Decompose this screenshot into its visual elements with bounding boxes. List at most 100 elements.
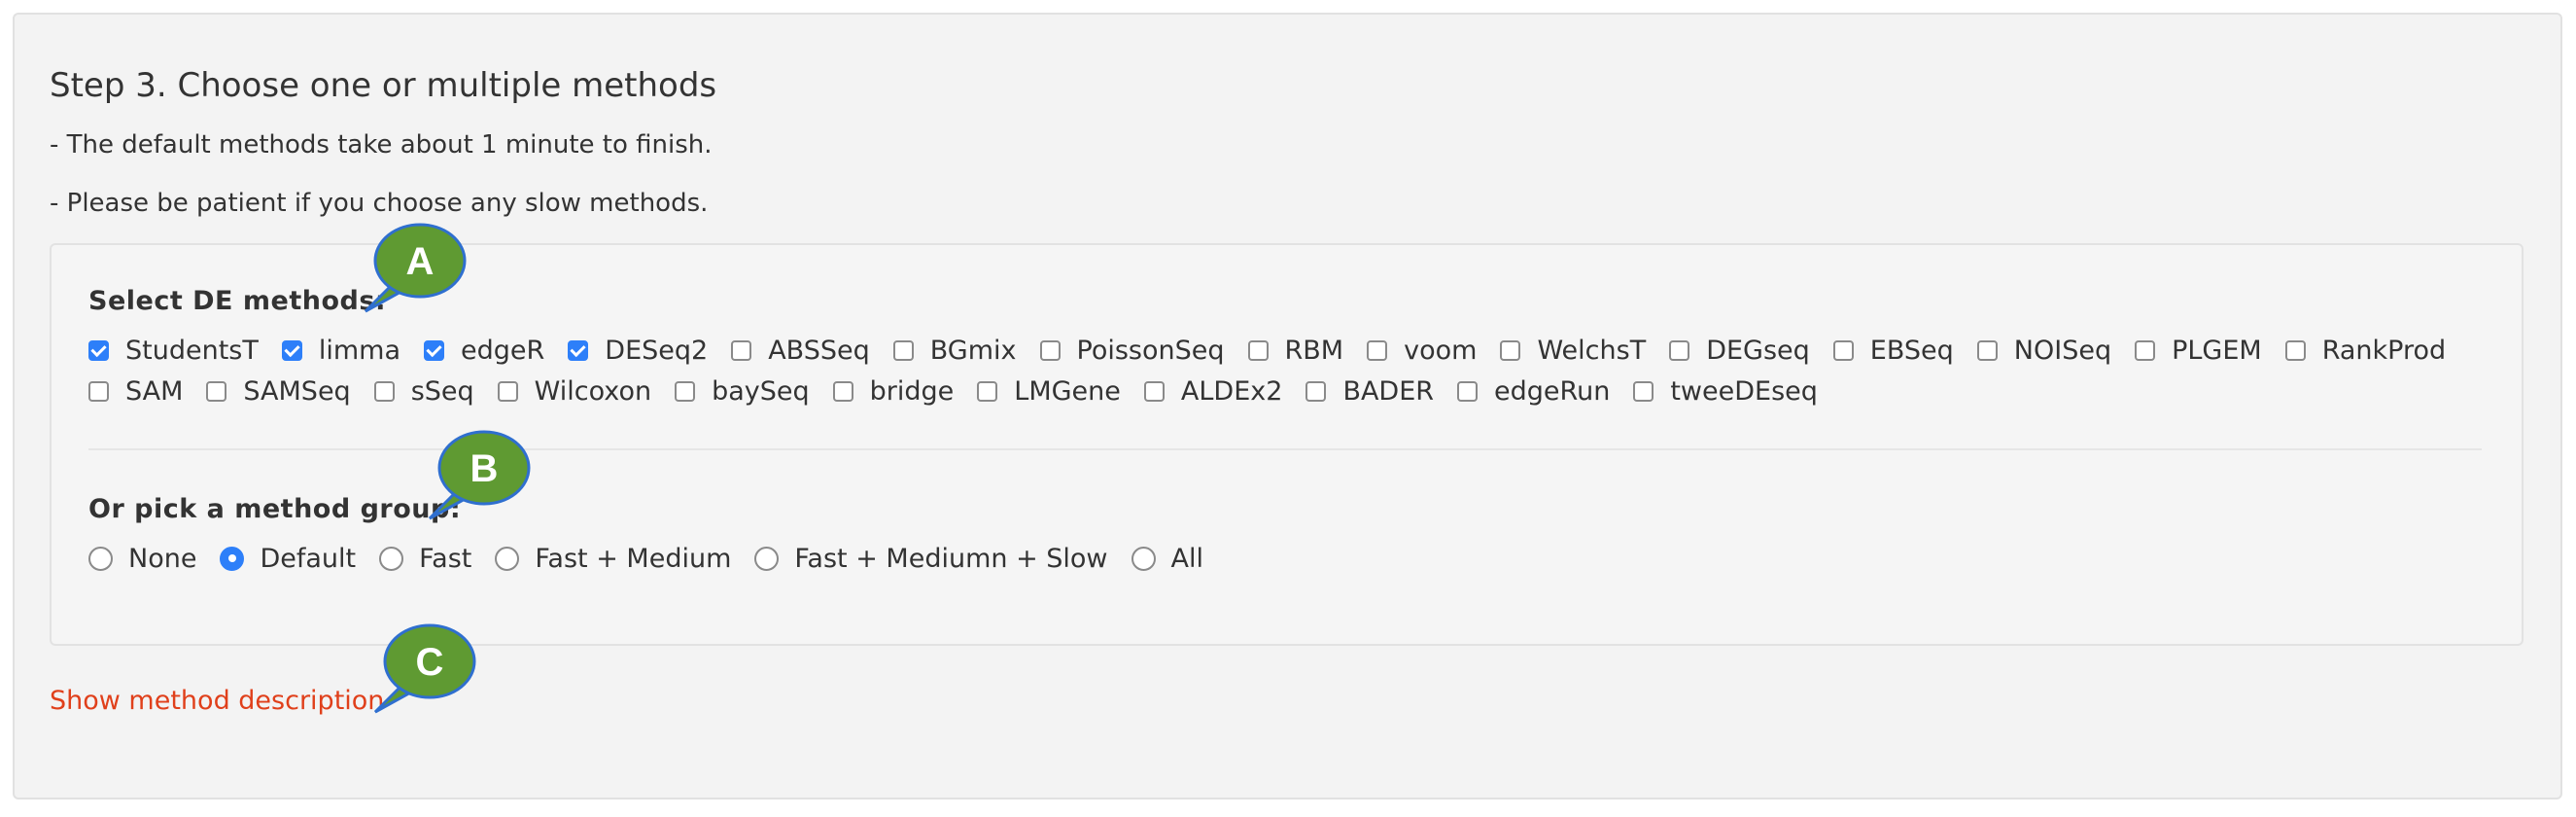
checkbox-deseq2[interactable] [568,339,589,361]
method-option-degseq[interactable]: DEGseq [1669,336,1810,366]
speech-bubble-icon [428,430,531,520]
method-option-bayseq[interactable]: baySeq [675,376,810,407]
group-option-all[interactable]: All [1131,544,1203,574]
checkbox-rbm[interactable] [1247,339,1269,361]
checkbox-bridge[interactable] [832,380,853,402]
note-default-time: - The default methods take about 1 minut… [50,130,713,160]
method-label: DESeq2 [605,335,709,366]
step-title: Step 3. Choose one or multiple methods [50,66,717,105]
method-label: DEGseq [1706,335,1810,366]
radio-fast[interactable] [379,546,404,571]
checkbox-bgmix[interactable] [892,339,914,361]
method-label: BADER [1342,375,1435,407]
checkbox-edger[interactable] [424,339,445,361]
method-option-samseq[interactable]: SAMSeq [206,375,351,407]
method-label: ALDEx2 [1180,375,1283,407]
method-option-noiseq[interactable]: NOISeq [1976,335,2112,366]
checkbox-edgerun[interactable] [1457,380,1479,402]
method-label: SAMSeq [243,375,351,407]
method-option-welchst[interactable]: WelchsT [1500,336,1646,366]
checkbox-sseq[interactable] [373,380,395,402]
group-label: None [128,543,197,574]
method-option-bgmix[interactable]: BGmix [892,335,1017,366]
method-option-edgerun[interactable]: edgeRun [1457,376,1610,407]
method-label: edgeRun [1494,375,1611,407]
checkbox-ebseq[interactable] [1832,339,1854,361]
checkbox-limma[interactable] [281,339,302,361]
method-option-voom[interactable]: voom [1367,336,1477,366]
checkbox-studentst[interactable] [88,339,109,361]
method-option-sam[interactable]: SAM [88,376,183,407]
method-label: voom [1404,335,1478,366]
method-option-limma[interactable]: limma [281,335,401,366]
group-label: All [1170,543,1204,574]
group-option-fast[interactable]: Fast [379,544,471,574]
method-option-edger[interactable]: edgeR [424,336,544,366]
callout-c: C [373,619,478,714]
radio-fast-medium[interactable] [495,546,520,571]
method-group-radios: None Default Fast Fast + Medium Fast + Mediu… [88,541,1227,576]
checkbox-bader[interactable] [1305,380,1327,402]
group-label: Fast + Medium [535,543,732,574]
checkbox-degseq[interactable] [1669,339,1690,361]
method-label: NOISeq [2013,335,2112,366]
checkbox-welchst[interactable] [1500,339,1521,361]
method-label: PLGEM [2172,335,2262,366]
method-option-bader[interactable]: BADER [1305,376,1434,407]
checkbox-poissonseq[interactable] [1039,339,1061,361]
method-option-absseq[interactable]: ABSSeq [731,336,870,366]
method-option-poissonseq[interactable]: PoissonSeq [1039,336,1225,366]
radio-none[interactable] [88,546,113,571]
method-label: bridge [869,375,955,407]
group-option-default[interactable]: Default [220,544,356,574]
radio-fast-mediumn-slow[interactable] [754,546,780,571]
method-label: baySeq [712,375,810,407]
radio-all[interactable] [1131,546,1156,571]
group-option-fast-mediumn-slow[interactable]: Fast + Mediumn + Slow [754,544,1108,574]
checkbox-rankprod[interactable] [2284,339,2306,361]
group-option-none[interactable]: None [88,544,196,574]
method-label: EBSeq [1869,335,1954,366]
checkbox-noiseq[interactable] [1976,339,1998,361]
method-option-lmgene[interactable]: LMGene [977,376,1121,407]
method-label: RBM [1284,335,1344,366]
checkbox-plgem[interactable] [2135,339,2156,361]
group-label: Fast [419,543,472,574]
divider [88,448,2482,450]
method-option-bridge[interactable]: bridge [832,375,955,407]
checkbox-sam[interactable] [88,380,109,402]
checkbox-samseq[interactable] [206,380,227,402]
radio-default[interactable] [220,546,245,571]
method-option-studentst[interactable]: StudentsT [88,336,259,366]
methods-row-2: SAM SAMSeq sSeq Wilcoxon baySeq bridge LMGene A… [88,373,1841,408]
checkbox-tweedeseq[interactable] [1633,380,1654,402]
method-option-rankprod[interactable]: RankProd [2284,336,2446,366]
method-option-deseq2[interactable]: DESeq2 [568,336,708,366]
speech-bubble-icon [364,223,467,313]
checkbox-bayseq[interactable] [675,380,696,402]
show-method-description-link[interactable]: Show method description [50,686,385,716]
method-option-plgem[interactable]: PLGEM [2135,336,2262,366]
method-label: limma [318,335,401,366]
checkbox-absseq[interactable] [731,339,752,361]
checkbox-voom[interactable] [1367,339,1388,361]
method-option-ebseq[interactable]: EBSeq [1832,335,1954,366]
checkbox-aldex2[interactable] [1143,380,1165,402]
callout-b-letter: B [470,446,499,490]
checkbox-lmgene[interactable] [977,380,998,402]
select-de-methods-label: Select DE methods: [88,286,387,316]
method-label: ABSSeq [768,335,870,366]
method-option-wilcoxon[interactable]: Wilcoxon [497,376,651,407]
checkbox-wilcoxon[interactable] [497,380,518,402]
method-option-aldex2[interactable]: ALDEx2 [1143,375,1283,407]
method-option-rbm[interactable]: RBM [1247,335,1344,366]
callout-a-letter: A [405,239,435,283]
method-group-label: Or pick a method group: [88,494,462,524]
method-option-sseq[interactable]: sSeq [373,376,474,407]
group-option-fast-medium[interactable]: Fast + Medium [495,544,731,574]
method-label: StudentsT [125,335,259,366]
speech-bubble-icon [373,623,476,714]
method-option-tweedeseq[interactable]: tweeDEseq [1633,376,1818,407]
group-label: Default [260,543,357,574]
method-label: BGmix [929,335,1017,366]
